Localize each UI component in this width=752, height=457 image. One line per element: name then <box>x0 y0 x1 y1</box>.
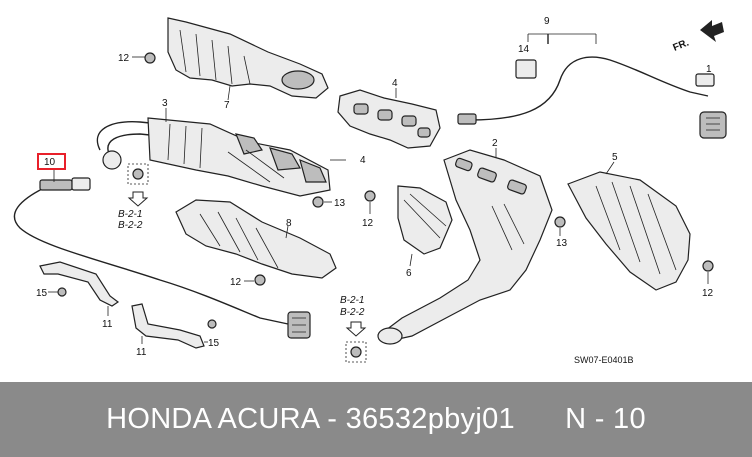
callout-14: 14 <box>518 44 530 55</box>
bolt-13-center[interactable] <box>312 196 332 208</box>
footer-part-number: HONDA ACURA - 36532pbyj01 N - 10 <box>106 403 646 435</box>
ref-b21-2: B-2-1 <box>340 295 364 306</box>
part-3-exhaust-manifold[interactable] <box>96 108 331 197</box>
bolt-12-right[interactable] <box>702 260 714 284</box>
callout-12-upper: 12 <box>118 53 130 64</box>
footer-banner: HONDA ACURA - 36532pbyj01 N - 10 <box>0 382 752 457</box>
part-5-converter-heat-shield[interactable] <box>567 161 691 291</box>
callout-6: 6 <box>406 268 412 279</box>
callout-12-lower: 12 <box>230 277 242 288</box>
bolt-12-lower[interactable] <box>244 274 266 286</box>
reference-group-1 <box>127 163 149 207</box>
part-9-oxygen-sensor[interactable] <box>457 33 727 139</box>
callout-10: 10 <box>44 157 56 168</box>
bolt-13-right[interactable] <box>554 216 566 236</box>
callout-12-center: 12 <box>362 218 374 229</box>
callout-13-right: 13 <box>556 238 568 249</box>
callout-9: 9 <box>544 16 550 27</box>
callout-7: 7 <box>224 100 230 111</box>
ref-b21-1: B-2-1 <box>118 209 142 220</box>
reference-group-2 <box>345 321 367 363</box>
callout-15-center: 15 <box>208 338 220 349</box>
front-direction-arrow: FR. <box>672 20 724 54</box>
callout-11-center: 11 <box>136 347 147 358</box>
part-11-bracket-center[interactable] <box>131 303 217 349</box>
part-7-upper-heat-shield[interactable] <box>167 17 329 101</box>
fr-label: FR. <box>672 37 691 53</box>
callout-12-right: 12 <box>702 288 714 299</box>
part-10-front-oxygen-sensor[interactable] <box>13 168 311 339</box>
bolt-12-upper[interactable] <box>132 52 156 64</box>
highlight-box-10 <box>37 153 66 170</box>
part-6-bracket[interactable] <box>397 185 453 267</box>
callout-1: 1 <box>706 64 712 75</box>
part-2-catalytic-converter[interactable] <box>377 148 553 345</box>
part-11-bracket-left[interactable] <box>39 261 120 316</box>
exploded-view-svg: 7 12 3 4 4 9 14 <box>13 16 727 365</box>
ref-b22-2: B-2-2 <box>340 307 365 318</box>
drawing-code: SW07-E0401B <box>574 355 634 365</box>
part-4-gasket[interactable] <box>337 88 441 149</box>
callout-4-lower: 4 <box>360 155 366 166</box>
callout-15-left: 15 <box>36 288 48 299</box>
callout-5: 5 <box>612 152 618 163</box>
callout-3: 3 <box>162 98 168 109</box>
callout-2: 2 <box>492 138 498 149</box>
callout-8: 8 <box>286 218 292 229</box>
callout-13-center: 13 <box>334 198 346 209</box>
parts-diagram: 7 12 3 4 4 9 14 <box>13 16 727 365</box>
part-8-lower-heat-shield[interactable] <box>175 199 337 279</box>
callout-4-upper: 4 <box>392 78 398 89</box>
bolt-12-center[interactable] <box>364 190 376 214</box>
ref-b22-1: B-2-2 <box>118 220 143 231</box>
callout-11-left: 11 <box>102 319 113 330</box>
